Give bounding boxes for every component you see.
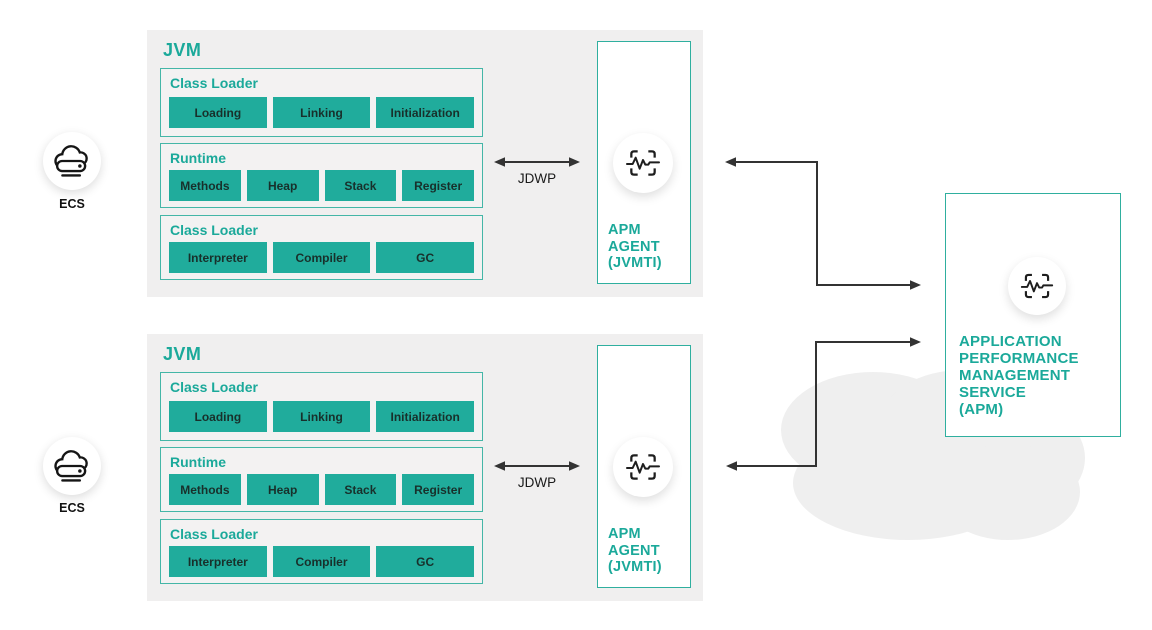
class-loader-section: Class Loader Interpreter Compiler GC: [160, 519, 483, 584]
pulse-monitor-icon: [623, 143, 663, 183]
class-loader-section: Class Loader Interpreter Compiler GC: [160, 215, 483, 280]
block-interpreter: Interpreter: [169, 242, 267, 273]
pulse-monitor-icon: [623, 447, 663, 487]
ecs-node: [43, 132, 101, 190]
block-methods: Methods: [169, 170, 241, 201]
block-row: Methods Heap Stack Register: [169, 170, 474, 201]
runtime-section: Runtime Methods Heap Stack Register: [160, 143, 483, 208]
block-stack: Stack: [324, 170, 397, 201]
agent-label-line: AGENT: [608, 238, 660, 255]
pulse-monitor-icon: [1018, 267, 1056, 305]
block-initialization: Initialization: [376, 401, 475, 432]
section-title: Class Loader: [170, 222, 258, 238]
apm-icon-circle: [1008, 257, 1066, 315]
block-methods: Methods: [169, 474, 241, 505]
apm-label-line: (APM): [959, 401, 1004, 418]
ecs-cloud-server-icon: [51, 445, 93, 487]
section-title: Class Loader: [170, 75, 258, 91]
block-row: Loading Linking Initialization: [169, 97, 475, 128]
apm-label-line: PERFORMANCE: [959, 350, 1079, 367]
apm-agent-box: APM AGENT (JVMTI): [597, 345, 691, 588]
apm-label-line: SERVICE: [959, 384, 1026, 401]
section-title: Runtime: [170, 150, 226, 166]
apm-agent-label: APM AGENT (JVMTI): [608, 526, 662, 576]
agent-icon-circle: [613, 437, 673, 497]
apm-agent-label: APM AGENT (JVMTI): [608, 222, 662, 272]
block-heap: Heap: [246, 170, 319, 201]
block-loading: Loading: [169, 401, 267, 432]
apm-service-box: APPLICATION PERFORMANCE MANAGEMENT SERVI…: [945, 193, 1121, 437]
jvm-container: JVM Class Loader Loading Linking Initial…: [147, 334, 703, 601]
apm-service-label: APPLICATION PERFORMANCE MANAGEMENT SERVI…: [959, 333, 1079, 418]
block-row: Loading Linking Initialization: [169, 401, 475, 432]
block-stack: Stack: [324, 474, 397, 505]
agent-label-line: (JVMTI): [608, 559, 662, 575]
block-linking: Linking: [272, 97, 371, 128]
runtime-section: Runtime Methods Heap Stack Register: [160, 447, 483, 512]
jdwp-label: JDWP: [517, 475, 557, 490]
agent-label-line: APM: [608, 222, 641, 238]
jvm-title: JVM: [163, 344, 202, 364]
ecs-cloud-server-icon: [51, 140, 93, 182]
jvm-title: JVM: [163, 40, 202, 60]
block-interpreter: Interpreter: [169, 546, 267, 577]
block-register: Register: [402, 170, 474, 201]
agent-label-line: APM: [608, 526, 641, 542]
class-loader-section: Class Loader Loading Linking Initializat…: [160, 68, 483, 137]
apm-agent-box: APM AGENT (JVMTI): [597, 41, 691, 284]
ecs-label: ECS: [59, 501, 85, 515]
section-title: Class Loader: [170, 379, 258, 395]
agent-label-line: AGENT: [608, 542, 660, 559]
jdwp-label: JDWP: [517, 171, 557, 186]
agent-label-line: (JVMTI): [608, 255, 662, 271]
agent-icon-circle: [613, 133, 673, 193]
block-heap: Heap: [246, 474, 319, 505]
apm-label-line: APPLICATION: [959, 333, 1062, 350]
block-row: Methods Heap Stack Register: [169, 474, 474, 505]
ecs-label: ECS: [59, 197, 85, 211]
block-row: Interpreter Compiler GC: [169, 242, 475, 273]
section-title: Class Loader: [170, 526, 258, 542]
class-loader-section: Class Loader Loading Linking Initializat…: [160, 372, 483, 441]
ecs-node: [43, 437, 101, 495]
block-register: Register: [402, 474, 474, 505]
apm-label-line: MANAGEMENT: [959, 367, 1071, 384]
block-compiler: Compiler: [272, 546, 371, 577]
section-title: Runtime: [170, 454, 226, 470]
block-row: Interpreter Compiler GC: [169, 546, 475, 577]
block-compiler: Compiler: [272, 242, 371, 273]
block-gc: GC: [376, 546, 475, 577]
block-loading: Loading: [169, 97, 267, 128]
block-initialization: Initialization: [376, 97, 475, 128]
block-linking: Linking: [272, 401, 371, 432]
block-gc: GC: [376, 242, 475, 273]
